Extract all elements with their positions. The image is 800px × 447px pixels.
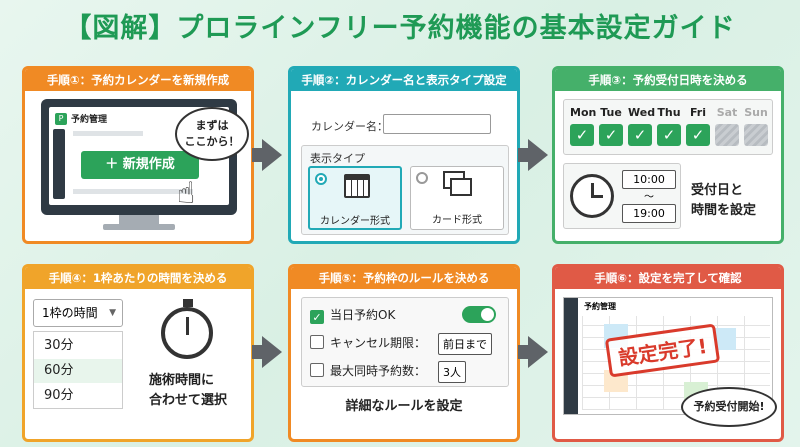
calendar-format-label: カレンダー形式 — [320, 216, 390, 227]
card-icon — [443, 171, 473, 197]
preview-app-name: 予約管理 — [584, 302, 616, 311]
rule-same-day-label: 当日予約OK — [330, 308, 396, 322]
card-format-label: カード形式 — [432, 215, 482, 226]
option-list: 30分 60分 90分 — [33, 331, 123, 409]
rule-same-day[interactable]: ✓ 当日予約OK — [310, 306, 395, 324]
step2-header: 手順②：カレンダー名と表示タイプ設定 — [291, 69, 517, 91]
pointer-hand-icon: ☝ — [177, 176, 196, 211]
checkmark-icon[interactable]: ✓ — [686, 124, 710, 146]
step6-header: 手順⑥：設定を完了して確認 — [555, 267, 781, 289]
app-name: 予約管理 — [71, 115, 108, 125]
radio-selected[interactable] — [315, 173, 327, 185]
page-title: 【図解】プロラインフリー予約機能の基本設定ガイド — [64, 13, 736, 44]
weekday-label: Tue — [600, 106, 622, 119]
weekday-label: Thu — [657, 106, 681, 119]
rule-max-label: 最大同時予約数： — [330, 364, 427, 378]
step5-caption: 詳細なルールを設定 — [345, 399, 463, 414]
card-format-option[interactable]: カード形式 — [410, 166, 504, 230]
arrow-tail — [518, 148, 532, 162]
weekday-label: Sat — [716, 106, 738, 119]
step4-card: 手順④：1枠あたりの時間を決める 1枠の時間 ▼ 30分 60分 90分 施術時間に… — [22, 264, 254, 442]
checkbox[interactable] — [310, 335, 324, 349]
slot-option[interactable]: 60分 — [34, 359, 122, 383]
end-time[interactable]: 19:00 — [622, 204, 676, 223]
time-panel: 10:00 〜 19:00 — [563, 163, 681, 229]
rule-max[interactable]: 最大同時予約数： — [310, 362, 426, 379]
display-type-label: 表示タイプ — [310, 152, 365, 165]
rules-panel: ✓ 当日予約OK キャンセル期限： 前日まで 最大同時予約数： 3人 — [301, 297, 509, 387]
arrow-right-icon — [262, 336, 282, 368]
checkmark-icon[interactable]: ✓ — [310, 310, 324, 324]
calendar-name-label: カレンダー名： — [311, 120, 388, 133]
booking-start-bubble: 予約受付開始! — [681, 387, 777, 427]
weekday-label: Mon — [570, 106, 597, 119]
monitor-base — [103, 224, 175, 230]
radio-unselected[interactable] — [416, 172, 428, 184]
calendar-format-option[interactable]: カレンダー形式 — [308, 166, 402, 230]
create-new-button[interactable]: ＋ 新規作成 — [81, 151, 199, 179]
step3-caption: 受付日と 時間を設定 — [691, 183, 757, 218]
calendar-icon — [344, 174, 370, 198]
weekday-label: Fri — [689, 106, 706, 119]
rule-cancel-label: キャンセル期限： — [330, 336, 427, 350]
preview-event — [712, 328, 736, 350]
same-day-toggle[interactable] — [462, 306, 496, 323]
arrow-tail — [518, 345, 532, 359]
time-separator: 〜 — [644, 192, 654, 203]
arrow-right-icon — [528, 336, 548, 368]
slot-select[interactable]: 1枠の時間 ▼ — [33, 299, 123, 327]
step4-caption: 施術時間に 合わせて選択 — [149, 373, 228, 408]
step1-header: 手順①：予約カレンダーを新規作成 — [25, 69, 251, 91]
disabled-day-box[interactable] — [744, 124, 768, 146]
rule-cancel[interactable]: キャンセル期限： — [310, 334, 426, 351]
chevron-down-icon: ▼ — [109, 308, 116, 318]
checkmark-icon[interactable]: ✓ — [657, 124, 681, 146]
slot-option[interactable]: 30分 — [44, 338, 74, 353]
calendar-name-input[interactable] — [383, 114, 491, 134]
placeholder-bar — [73, 189, 193, 194]
start-here-bubble: まずは ここから！ — [175, 107, 249, 161]
max-concurrent-value[interactable]: 3人 — [438, 361, 466, 383]
cancel-deadline-value[interactable]: 前日まで — [438, 333, 492, 355]
weekday-label: Sun — [744, 106, 768, 119]
checkbox[interactable] — [310, 363, 324, 377]
weekday-label: Wed — [628, 106, 656, 119]
step5-card: 手順⑤：予約枠のルールを決める ✓ 当日予約OK キャンセル期限： 前日まで 最大… — [288, 264, 520, 442]
slot-select-label: 1枠の時間 — [42, 306, 98, 320]
arrow-tail — [252, 345, 266, 359]
monitor-stand — [119, 215, 159, 225]
step5-header: 手順⑤：予約枠のルールを決める — [291, 267, 517, 289]
checkmark-icon[interactable]: ✓ — [599, 124, 623, 146]
arrow-right-icon — [528, 139, 548, 171]
checkmark-icon[interactable]: ✓ — [628, 124, 652, 146]
step6-card: 手順⑥：設定を完了して確認 予約管理 設定完了! 予約受付開始! — [552, 264, 784, 442]
app-logo-icon: P — [55, 113, 67, 125]
stopwatch-icon — [161, 299, 213, 359]
slot-option[interactable]: 90分 — [44, 388, 74, 403]
sidebar — [53, 129, 65, 199]
step4-header: 手順④：1枠あたりの時間を決める — [25, 267, 251, 289]
display-type-panel: 表示タイプ カレンダー形式 カード形式 — [301, 145, 509, 235]
disabled-day-box[interactable] — [715, 124, 739, 146]
step2-card: 手順②：カレンダー名と表示タイプ設定 カレンダー名： 表示タイプ カレンダー形式… — [288, 66, 520, 244]
checkmark-icon[interactable]: ✓ — [570, 124, 594, 146]
placeholder-bar — [73, 131, 143, 136]
arrow-tail — [252, 148, 266, 162]
arrow-right-icon — [262, 139, 282, 171]
start-time[interactable]: 10:00 — [622, 170, 676, 189]
step3-header: 手順③：予約受付日時を決める — [555, 69, 781, 91]
preview-sidebar — [564, 298, 578, 414]
step1-card: 手順①：予約カレンダーを新規作成 P 予約管理 ＋ 新規作成 まずは ここから！… — [22, 66, 254, 244]
clock-icon — [570, 174, 614, 218]
